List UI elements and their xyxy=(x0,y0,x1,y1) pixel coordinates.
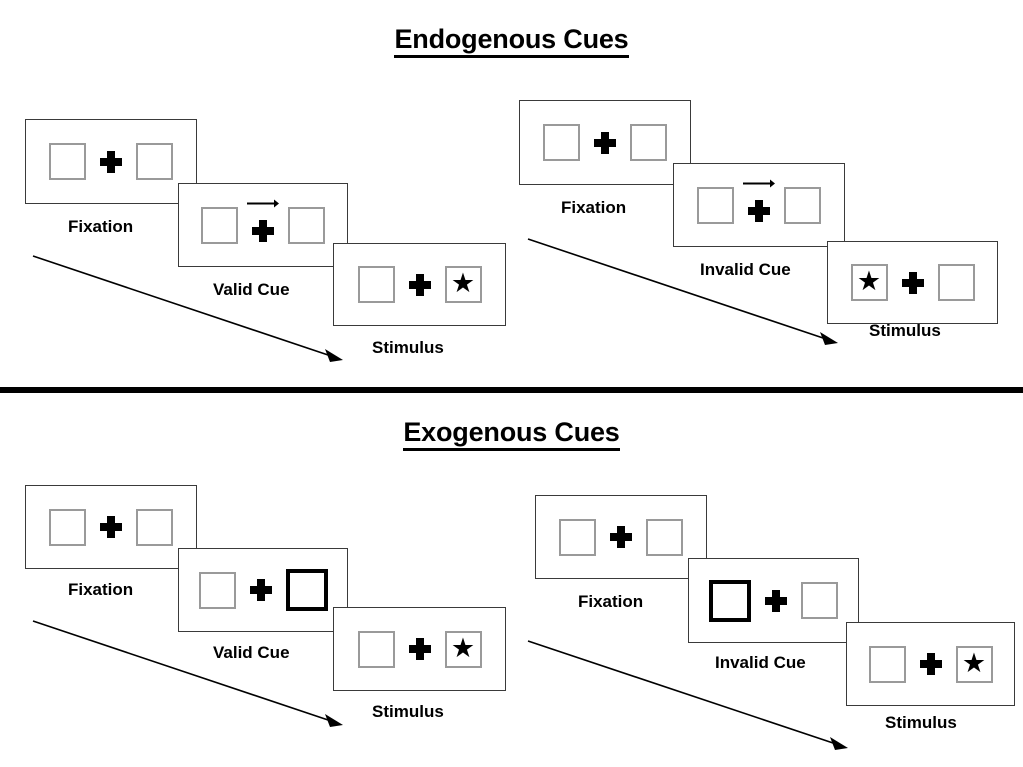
left-box xyxy=(49,508,86,546)
right-box xyxy=(288,206,325,244)
panel-exogenous-valid-stimulus[interactable]: ★ xyxy=(333,607,506,691)
center-slot xyxy=(751,573,801,629)
right-box xyxy=(630,124,667,161)
panel-endogenous-invalid-stimulus[interactable]: ★ xyxy=(827,241,998,324)
panel-endogenous-invalid-fixation[interactable] xyxy=(519,100,691,185)
right-box xyxy=(801,582,838,619)
panel-content xyxy=(198,562,328,618)
plus-icon xyxy=(594,131,616,154)
right-box xyxy=(784,186,821,224)
panel-exogenous-valid-fixation[interactable] xyxy=(25,485,197,569)
center-slot xyxy=(596,509,646,565)
flow-arrow-endogenous-valid xyxy=(32,255,343,362)
plus-icon xyxy=(919,653,942,675)
star-icon: ★ xyxy=(961,647,987,678)
panel-content: ★ xyxy=(357,257,482,313)
left-box xyxy=(201,206,238,244)
panel-label-endogenous-valid-stimulus: Stimulus xyxy=(372,338,444,357)
plus-icon xyxy=(249,579,272,601)
flow-arrow-exogenous-invalid xyxy=(527,640,848,750)
arrow-right-icon xyxy=(247,199,279,208)
right-box xyxy=(646,518,683,556)
center-slot xyxy=(236,562,286,618)
star-icon: ★ xyxy=(450,632,476,663)
left-box xyxy=(868,645,906,683)
center-slot xyxy=(580,115,630,171)
section-title-endogenous: Endogenous Cues xyxy=(0,24,1023,58)
plus-icon xyxy=(610,526,632,548)
panel-endogenous-valid-cue[interactable] xyxy=(178,183,348,267)
center-slot xyxy=(734,177,784,233)
center-slot xyxy=(86,134,136,190)
left-box xyxy=(357,266,395,303)
left-box xyxy=(198,571,236,609)
left-box xyxy=(697,186,734,224)
panel-exogenous-invalid-stimulus[interactable]: ★ xyxy=(846,622,1015,706)
panel-content xyxy=(559,509,683,565)
left-box xyxy=(543,124,580,161)
flow-arrow-exogenous-valid xyxy=(32,620,343,727)
flow-arrow-endogenous-invalid xyxy=(527,238,838,345)
panel-label-exogenous-invalid-fixation: Fixation xyxy=(578,592,644,611)
center-slot xyxy=(395,621,445,677)
panel-content xyxy=(49,499,173,555)
panel-label-exogenous-valid-stimulus: Stimulus xyxy=(372,702,444,721)
right-box xyxy=(937,264,975,301)
plus-icon xyxy=(100,150,122,173)
plus-icon xyxy=(100,516,122,538)
left-box: ★ xyxy=(850,264,888,301)
center-slot xyxy=(238,197,288,253)
panel-content xyxy=(543,115,667,171)
panel-content xyxy=(49,134,173,190)
plus-icon xyxy=(901,271,924,294)
section-divider xyxy=(0,387,1023,393)
panel-label-endogenous-valid-cue: Valid Cue xyxy=(213,280,290,299)
panel-exogenous-invalid-cue[interactable] xyxy=(688,558,859,643)
left-box-cued xyxy=(709,579,751,622)
right-box: ★ xyxy=(444,630,482,668)
right-box xyxy=(136,143,173,180)
panel-label-exogenous-invalid-cue: Invalid Cue xyxy=(715,653,806,672)
panel-content xyxy=(709,573,838,629)
right-box xyxy=(136,508,173,546)
panel-content: ★ xyxy=(868,636,993,692)
plus-icon xyxy=(252,220,274,242)
plus-icon xyxy=(765,589,787,612)
panel-label-exogenous-valid-fixation: Fixation xyxy=(68,580,134,599)
plus-icon xyxy=(408,638,431,660)
right-box-cued xyxy=(285,569,328,611)
star-icon: ★ xyxy=(856,266,882,296)
section-title-exogenous: Exogenous Cues xyxy=(0,417,1023,451)
panel-label-endogenous-invalid-stimulus: Stimulus xyxy=(869,321,941,340)
right-box: ★ xyxy=(955,645,993,683)
arrow-right-icon xyxy=(743,179,775,188)
left-box xyxy=(559,518,596,556)
panel-label-endogenous-valid-fixation: Fixation xyxy=(68,217,134,236)
panel-endogenous-invalid-cue[interactable] xyxy=(673,163,845,247)
center-slot xyxy=(86,499,136,555)
panel-exogenous-invalid-fixation[interactable] xyxy=(535,495,707,579)
panel-label-exogenous-invalid-stimulus: Stimulus xyxy=(885,713,957,732)
panel-endogenous-valid-stimulus[interactable]: ★ xyxy=(333,243,506,326)
right-box: ★ xyxy=(444,266,482,303)
center-slot xyxy=(888,255,938,311)
star-icon: ★ xyxy=(450,268,476,298)
section-title-exogenous-text: Exogenous Cues xyxy=(403,417,620,451)
panel-content: ★ xyxy=(357,621,482,677)
section-title-endogenous-text: Endogenous Cues xyxy=(394,24,629,58)
panel-endogenous-valid-fixation[interactable] xyxy=(25,119,197,204)
plus-icon xyxy=(408,273,431,296)
panel-content xyxy=(201,197,325,253)
center-slot xyxy=(395,257,445,313)
panel-label-exogenous-valid-cue: Valid Cue xyxy=(213,643,290,662)
panel-label-endogenous-invalid-cue: Invalid Cue xyxy=(700,260,791,279)
left-box xyxy=(357,630,395,668)
center-slot xyxy=(906,636,956,692)
panel-content xyxy=(697,177,821,233)
panel-label-endogenous-invalid-fixation: Fixation xyxy=(561,198,627,217)
panel-content: ★ xyxy=(850,255,975,311)
panel-exogenous-valid-cue[interactable] xyxy=(178,548,348,632)
plus-icon xyxy=(748,200,770,222)
left-box xyxy=(49,143,86,180)
